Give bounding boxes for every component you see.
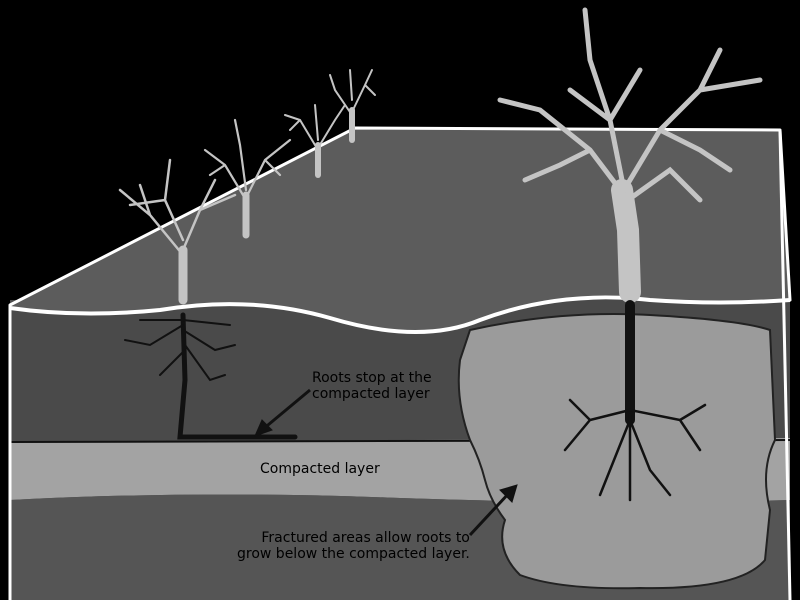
tree-4 [329,69,376,143]
arrow-fractured [468,490,512,537]
deep-roots [563,300,707,502]
arrow-roots-stop [261,388,311,432]
label-line: compacted layer [312,386,430,402]
right-edge [778,129,792,600]
label-line: Fractured areas allow roots to [261,530,470,546]
small-trees [118,69,376,305]
label-line: Roots stop at the [312,370,432,386]
arrows [254,388,518,537]
large-tree [497,7,763,303]
surface-front-edge [9,295,791,334]
label-fractured-areas: Fractured areas allow roots to grow belo… [237,530,470,562]
tree-2 [203,118,292,239]
label-compacted-layer: Compacted layer [260,461,380,477]
label-roots-stop: Roots stop at the compacted layer [312,370,432,402]
label-line: grow below the compacted layer. [237,546,470,562]
blocked-roots [124,312,298,440]
tree-1 [118,158,237,305]
tree-3 [284,104,346,178]
